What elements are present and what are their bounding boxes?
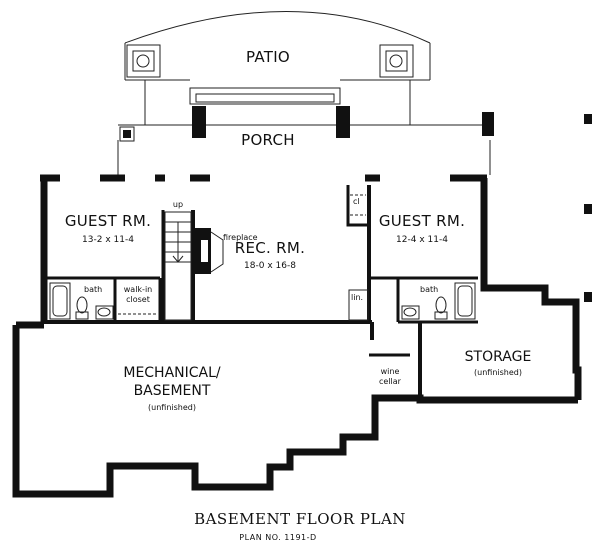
plan-number: PLAN NO. 1191-D xyxy=(239,533,316,542)
bath-left-label: bath xyxy=(84,285,102,294)
storage-note: (unfinished) xyxy=(474,368,522,377)
linen-label: lin. xyxy=(351,293,363,302)
fireplace xyxy=(193,228,224,274)
stair-up-label: up xyxy=(173,200,183,209)
wine-cellar-label-line1: wine xyxy=(381,367,400,376)
guest-room-left-dims: 13-2 x 11-4 xyxy=(82,235,134,245)
walkin-closet-label-line1: walk-in xyxy=(124,285,152,294)
bath-right-label: bath xyxy=(420,285,438,294)
walkin-closet-label-line2: closet xyxy=(126,295,150,304)
porch-columns xyxy=(119,106,592,302)
mechanical-label-line1: MECHANICAL/ xyxy=(123,365,221,381)
patio-pier-left xyxy=(126,44,161,78)
guest-room-left-label: GUEST RM. xyxy=(65,212,151,230)
porch-label: PORCH xyxy=(241,131,295,149)
patio-outline xyxy=(117,11,491,175)
patio-pier-right xyxy=(379,44,414,78)
mechanical-note: (unfinished) xyxy=(148,403,196,412)
rec-room-dims: 18-0 x 16-8 xyxy=(244,261,296,271)
exterior-walls xyxy=(12,174,582,498)
wine-cellar-label-line2: cellar xyxy=(379,377,402,386)
storage-label: STORAGE xyxy=(465,349,532,365)
bath-left-fixtures xyxy=(49,282,114,320)
mechanical-label-line2: BASEMENT xyxy=(134,383,211,399)
closet-lines xyxy=(118,194,369,321)
bath-right-fixtures xyxy=(401,282,476,320)
fireplace-label: fireplace xyxy=(223,233,258,242)
guest-room-right-dims: 12-4 x 11-4 xyxy=(396,235,448,245)
rec-room-label: REC. RM. xyxy=(235,239,305,257)
interior-walls xyxy=(44,185,478,398)
patio-label: PATIO xyxy=(246,48,290,66)
plan-title: BASEMENT FLOOR PLAN xyxy=(194,510,406,528)
guest-room-right-label: GUEST RM. xyxy=(379,212,465,230)
staircase xyxy=(164,211,192,321)
closet-cl-label: cl xyxy=(353,197,360,206)
